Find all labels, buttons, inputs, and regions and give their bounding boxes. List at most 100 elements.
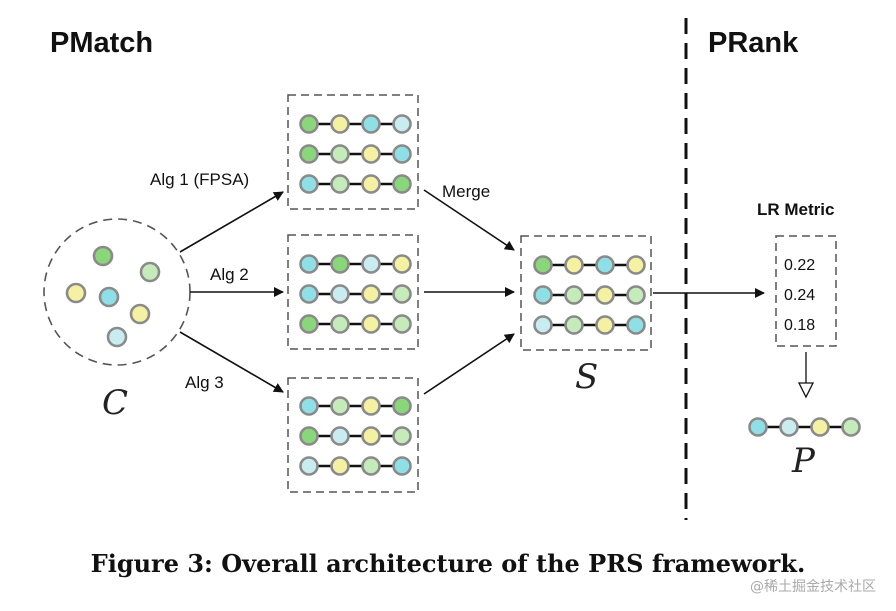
lr-metric-value-3: 0.18 [784,317,815,334]
merged-chain-3-node-2 [564,315,584,335]
alg3-chain-2-node-3 [361,426,381,446]
lr-metric-box [775,235,837,347]
alg1-chain-1-node-4 [392,114,412,134]
alg2-chain-3-node-4 [392,314,412,334]
merged-chain-3 [533,315,646,335]
alg1-chain-1-node-1 [299,114,319,134]
pmatch-heading: PMatch [50,27,153,59]
candidate-dot-5 [129,303,151,325]
candidate-dot-6 [106,326,128,348]
alg3-label: Alg 3 [185,373,224,392]
alg2-chain-1-node-2 [330,254,350,274]
candidate-dot-1 [92,245,114,267]
alg2-chain-1 [299,254,412,274]
merged-chain-3-node-4 [626,315,646,335]
result-set-symbol: P [791,441,816,481]
alg3-chain-2-node-2 [330,426,350,446]
alg3-chain-3 [299,456,412,476]
alg3-chain-1-node-2 [330,396,350,416]
alg3-chain-2-node-1 [299,426,319,446]
alg1-label: Alg 1 (FPSA) [150,170,249,189]
merged-chain-1 [533,255,646,275]
merge-label: Merge [442,182,490,201]
figure-caption: Figure 3: Overall architecture of the PR… [91,549,806,578]
merged-chain-2 [533,285,646,305]
alg1-chain-3-node-2 [330,174,350,194]
merged-chain-2-node-3 [595,285,615,305]
alg1-chain-3 [299,174,412,194]
alg3-chain-1-node-1 [299,396,319,416]
result-chain-1 [748,417,861,437]
alg3-chain-3-node-3 [361,456,381,476]
alg2-chain-3 [299,314,412,334]
alg2-chain-2-node-3 [361,284,381,304]
alg3-chain-2 [299,426,412,446]
merged-chain-1-node-4 [626,255,646,275]
alg3-chain-1-node-3 [361,396,381,416]
alg2-chain-3-node-2 [330,314,350,334]
candidate-set-symbol: C [102,383,128,423]
alg1-arrow [179,191,284,253]
alg1-output-box [287,94,419,210]
alg1-chain-2-node-4 [392,144,412,164]
result-chain-1-node-2 [779,417,799,437]
candidate-dot-2 [139,261,161,283]
lr-metric-title: LR Metric [757,200,834,219]
alg1-chain-3-node-4 [392,174,412,194]
merge-arrow-top [423,189,515,251]
merged-chain-2-node-2 [564,285,584,305]
alg3-chain-1 [299,396,412,416]
alg3-chain-3-node-4 [392,456,412,476]
select-arrow-head [797,382,815,399]
lr-metric-value-2: 0.24 [784,287,815,304]
alg2-chain-1-node-1 [299,254,319,274]
alg1-chain-1 [299,114,412,134]
merged-chain-2-node-1 [533,285,553,305]
alg2-label: Alg 2 [210,265,249,284]
candidate-dots [65,245,161,348]
alg3-chain-3-node-1 [299,456,319,476]
alg3-arrow [179,331,284,393]
alg1-chain-3-node-3 [361,174,381,194]
merged-chain-2-node-4 [626,285,646,305]
merge-arrow-bottom [423,333,515,395]
result-chain-1-node-3 [810,417,830,437]
alg2-chain-3-node-1 [299,314,319,334]
candidate-dot-3 [65,282,87,304]
watermark-text: @稀土掘金技术社区 [750,579,876,595]
alg2-chain-1-node-3 [361,254,381,274]
alg1-chain-3-node-1 [299,174,319,194]
alg2-output-box [287,234,419,350]
alg2-chain-2-node-4 [392,284,412,304]
alg2-chain-2 [299,284,412,304]
alg2-chain-2-node-2 [330,284,350,304]
alg1-chain-2-node-2 [330,144,350,164]
candidate-dot-4 [98,286,120,308]
alg1-chain-2-node-3 [361,144,381,164]
merged-chain-3-node-1 [533,315,553,335]
alg3-chain-1-node-4 [392,396,412,416]
alg1-chain-1-node-2 [330,114,350,134]
alg2-chain-1-node-4 [392,254,412,274]
merged-set-symbol: S [575,357,598,397]
merged-chain-1-node-2 [564,255,584,275]
result-chain-1-node-4 [841,417,861,437]
merged-set-box [520,235,652,351]
result-chain-1-node-1 [748,417,768,437]
prank-heading: PRank [708,27,799,59]
alg1-chain-2 [299,144,412,164]
alg2-chain-3-node-3 [361,314,381,334]
alg2-chain-2-node-1 [299,284,319,304]
alg3-output-box [287,377,419,493]
merged-chain-1-node-3 [595,255,615,275]
alg3-chain-3-node-2 [330,456,350,476]
merged-chain-1-node-1 [533,255,553,275]
merged-chain-3-node-3 [595,315,615,335]
alg1-chain-1-node-3 [361,114,381,134]
alg1-chain-2-node-1 [299,144,319,164]
alg3-chain-2-node-4 [392,426,412,446]
node-chains [299,114,861,476]
lr-metric-value-1: 0.22 [784,257,815,274]
